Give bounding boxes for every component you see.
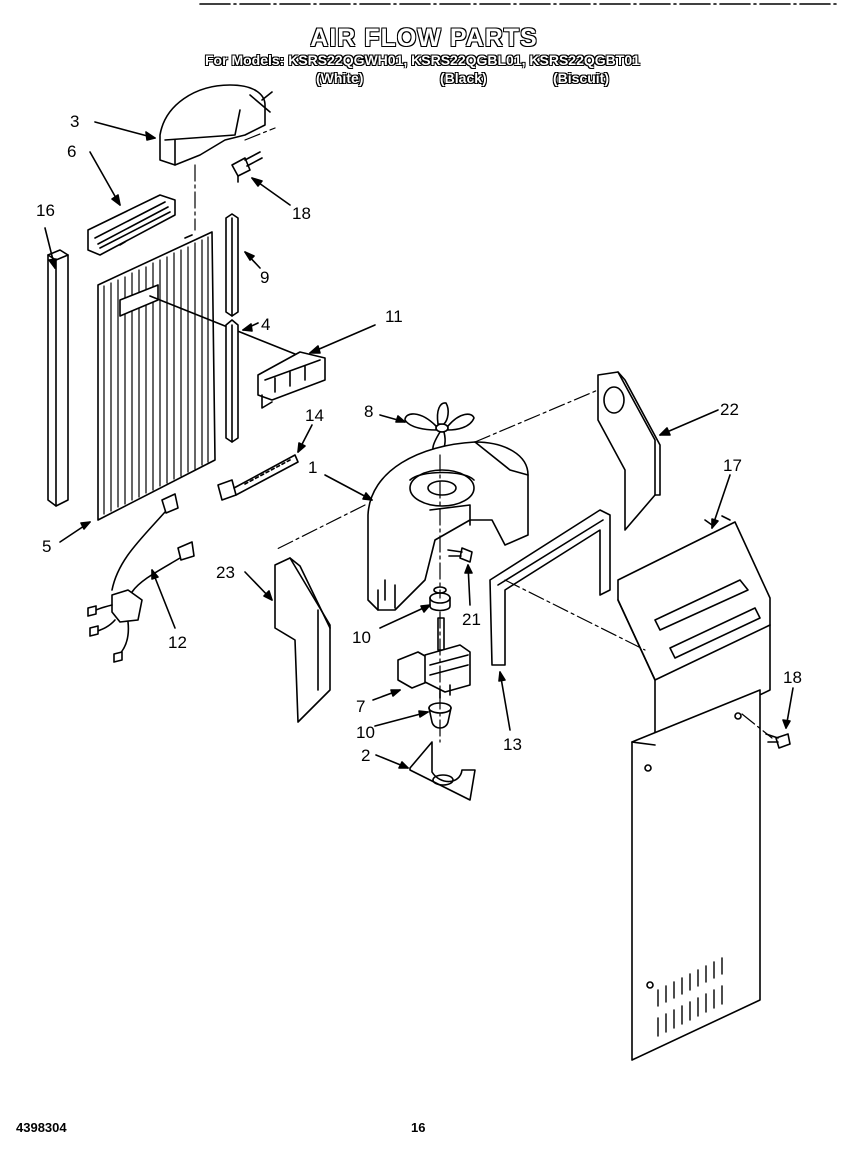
- part-1-fan-shroud: [367, 441, 529, 611]
- page-title: AIR FLOW PARTS: [310, 24, 538, 52]
- part-4-strip: [225, 319, 239, 443]
- page-number: 16: [411, 1120, 426, 1135]
- callout-23: 23: [216, 563, 235, 582]
- callout-8: 8: [364, 402, 373, 421]
- part-6-vent-grille: [87, 194, 176, 256]
- color-biscuit: (Biscuit): [553, 70, 609, 86]
- callout-18-top: 18: [292, 204, 311, 223]
- part-14-sensor-probe: [217, 454, 299, 501]
- callout-12: 12: [168, 633, 187, 652]
- leader-arrows: [44, 121, 794, 769]
- part-21-screw: [447, 547, 473, 563]
- callout-16: 16: [36, 201, 55, 220]
- part-number: 4398304: [16, 1120, 67, 1135]
- callout-10-lower: 10: [356, 723, 375, 742]
- part-17-rear-duct: [617, 515, 771, 1061]
- alignment-lines: [194, 127, 773, 743]
- callout-4: 4: [261, 315, 270, 334]
- callout-11: 11: [385, 307, 403, 326]
- callout-5: 5: [42, 537, 51, 556]
- part-9-strip: [225, 213, 239, 317]
- callout-18-lower: 18: [783, 668, 802, 687]
- callout-22: 22: [720, 400, 739, 419]
- callout-7: 7: [356, 697, 365, 716]
- part-7-fan-motor: [397, 617, 471, 699]
- callout-3: 3: [70, 112, 79, 131]
- part-22-bracket: [597, 371, 661, 531]
- header: AIR FLOW PARTS: [0, 24, 848, 53]
- models-line: For Models: KSRS22QGWH01, KSRS22QGBL01, …: [205, 52, 640, 68]
- callout-14: 14: [305, 406, 324, 425]
- part-18-screw-top: [231, 151, 263, 183]
- callout-10-upper: 10: [352, 628, 371, 647]
- part-2-motor-bracket: [409, 741, 476, 801]
- color-white: (White): [316, 70, 364, 86]
- callout-1: 1: [308, 458, 317, 477]
- part-12-wire-harness: [87, 493, 195, 663]
- color-black: (Black): [440, 70, 487, 86]
- part-3-duct-cover: [159, 84, 273, 166]
- callout-6: 6: [67, 142, 76, 161]
- part-11-control-housing: [257, 351, 326, 409]
- callout-21: 21: [462, 610, 481, 629]
- part-13-u-channel: [489, 509, 611, 666]
- callout-13: 13: [503, 735, 522, 754]
- part-16-seal-strip: [47, 249, 69, 507]
- part-23-side-duct: [274, 557, 331, 723]
- part-5-evaporator-panel: [97, 231, 311, 521]
- callout-17: 17: [723, 456, 742, 475]
- callout-2: 2: [361, 746, 370, 765]
- callout-9: 9: [260, 268, 269, 287]
